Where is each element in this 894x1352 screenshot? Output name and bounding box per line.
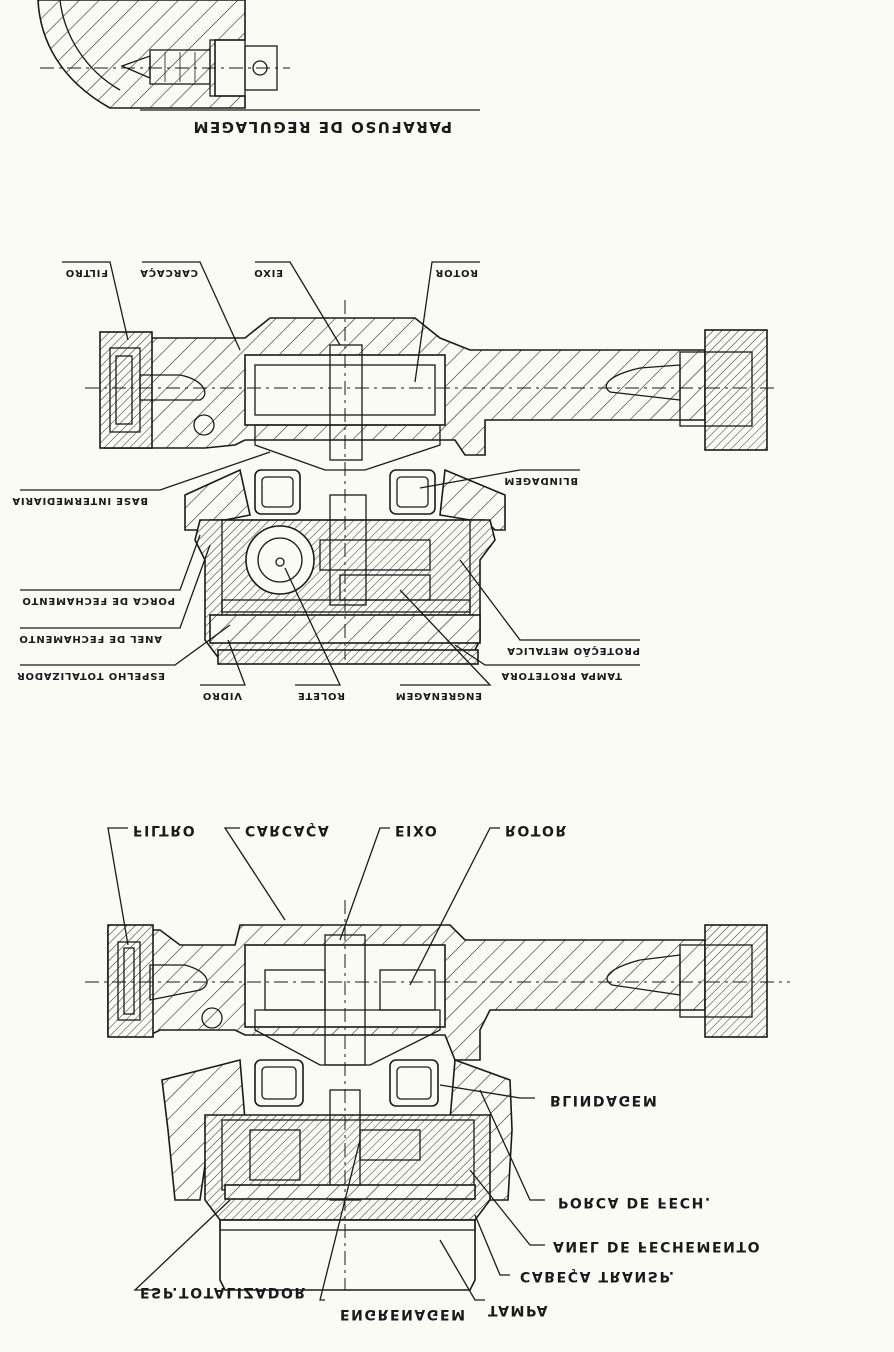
label-tampa-protetora: TAMPA PROTETORA [501,670,622,681]
label-cabeca-transp: CABEÇA TRANSP. [520,1268,676,1284]
label-rotor: ROTOR [435,267,478,278]
leader-lines-lower [107,827,545,1301]
label-porca-de-fech: PORCA DE FECH. [558,1194,712,1210]
label-rolete: ROLETE [297,690,345,701]
label-engrenagem-lower: ENGRENAGEM [340,1306,467,1322]
label-eixo-lower: EIXO [395,822,438,838]
label-carcaca-lower: CARCAÇA [245,822,330,838]
regulating-screw-detail: PARAFUSO DE REGULAGEM [37,0,480,136]
label-eixo: EIXO [253,267,283,278]
label-espelho-totalizador: ESPELHO TOTALIZADOR [16,670,165,681]
leader-lines-upper [20,261,640,686]
label-anel-de-fechemento: ANEL DE FECHEMENTO [553,1238,761,1254]
label-protecao-metalica: PROTEÇÃO METALICA [506,645,640,658]
label-blindagem-lower: BLINDAGEM [550,1092,658,1108]
label-rotor-lower: ROTOR [505,822,568,838]
label-base-intermediaria: BASE INTERMEDIARIA [12,495,148,506]
label-filtro: FILTRO [65,267,108,278]
meter-section-upper: FILTRO CARCAÇA EIXO ROTOR BASE INTERMEDI… [12,261,775,701]
label-esp-totalizador: ESP.TOTALIZADOR [140,1284,307,1300]
label-vidro: VIDRO [202,690,242,701]
label-tampa-lower: TAMPA [488,1302,549,1318]
label-anel-de-fechamento: ANEL DE FECHAMENTO [19,633,162,644]
label-engrenagem-upper: ENGRENAGEM [395,690,482,701]
label-carcaca: CARCAÇA [139,267,198,278]
label-blindagem: BLINDAGEM [504,475,578,486]
meter-section-lower: FILTRO CARCAÇA EIXO ROTOR BLINDAGEM PORC… [85,822,790,1322]
label-porca-de-fechamento: PORCA DE FECHAMENTO [22,595,176,606]
label-parafuso-de-regulagem: PARAFUSO DE REGULAGEM [192,118,452,136]
label-filtro-lower: FILTRO [133,822,196,838]
